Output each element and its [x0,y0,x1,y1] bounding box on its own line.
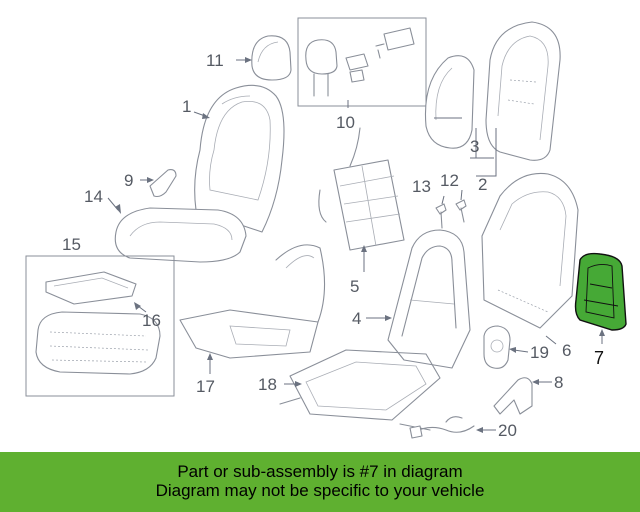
callout-labels: 11 1 10 3 2 9 14 13 12 15 5 16 4 6 7 19 … [62,51,604,440]
callout-17: 17 [196,377,215,396]
seat-parts-diagram: 11 1 10 3 2 9 14 13 12 15 5 16 4 6 7 19 … [25,17,627,440]
part-cushion-cover-14[interactable] [114,207,247,263]
part-bolt-13[interactable] [435,203,447,229]
callout-16: 16 [142,311,161,330]
callout-18: 18 [258,375,277,394]
callout-4: 4 [352,309,361,328]
callout-1: 1 [182,97,191,116]
callout-20: 20 [498,421,517,440]
part-wire-frame-5[interactable] [318,127,405,251]
callout-15: 15 [62,235,81,254]
callout-8: 8 [554,373,563,392]
part-rear-cover-6[interactable] [481,172,579,329]
info-banner: Part or sub-assembly is #7 in diagram Di… [0,452,640,512]
callout-11: 11 [206,51,224,70]
banner-line-part: Part or sub-assembly is #7 in diagram [177,462,463,481]
leader-lines [107,57,605,433]
part-box-10 [297,17,427,107]
callout-12: 12 [440,171,459,190]
callout-14: 14 [84,187,103,206]
part-seatback-panel-2[interactable] [485,21,561,161]
part-bolt-12[interactable] [455,199,467,223]
callout-2: 2 [478,175,487,194]
part-headrest-10[interactable] [305,39,338,97]
part-harness-20[interactable] [409,416,475,439]
part-guide-sleeves-10[interactable] [345,27,415,83]
part-cushion-pad-15[interactable] [35,311,161,375]
part-pad-16[interactable] [45,271,137,305]
callout-6: 6 [562,341,571,360]
part-back-panel-7[interactable] [574,252,627,331]
callout-13: 13 [412,177,431,196]
part-cushion-frame-17[interactable] [179,244,326,359]
banner-line-disclaimer: Diagram may not be specific to your vehi… [155,481,485,500]
part-box-15 [25,255,175,397]
part-clip-9[interactable] [149,169,177,198]
part-seatback-pad-3[interactable] [424,55,475,149]
callout-5: 5 [350,277,359,296]
part-seatback-frame-4[interactable] [387,229,471,369]
part-trim-8[interactable] [493,377,533,415]
part-headrest-11[interactable] [251,35,292,81]
callout-3: 3 [470,137,479,156]
callout-9: 9 [124,171,133,190]
callout-19: 19 [530,343,549,362]
callout-10: 10 [336,113,355,132]
callout-7: 7 [594,348,604,368]
part-motor-19[interactable] [483,325,511,369]
